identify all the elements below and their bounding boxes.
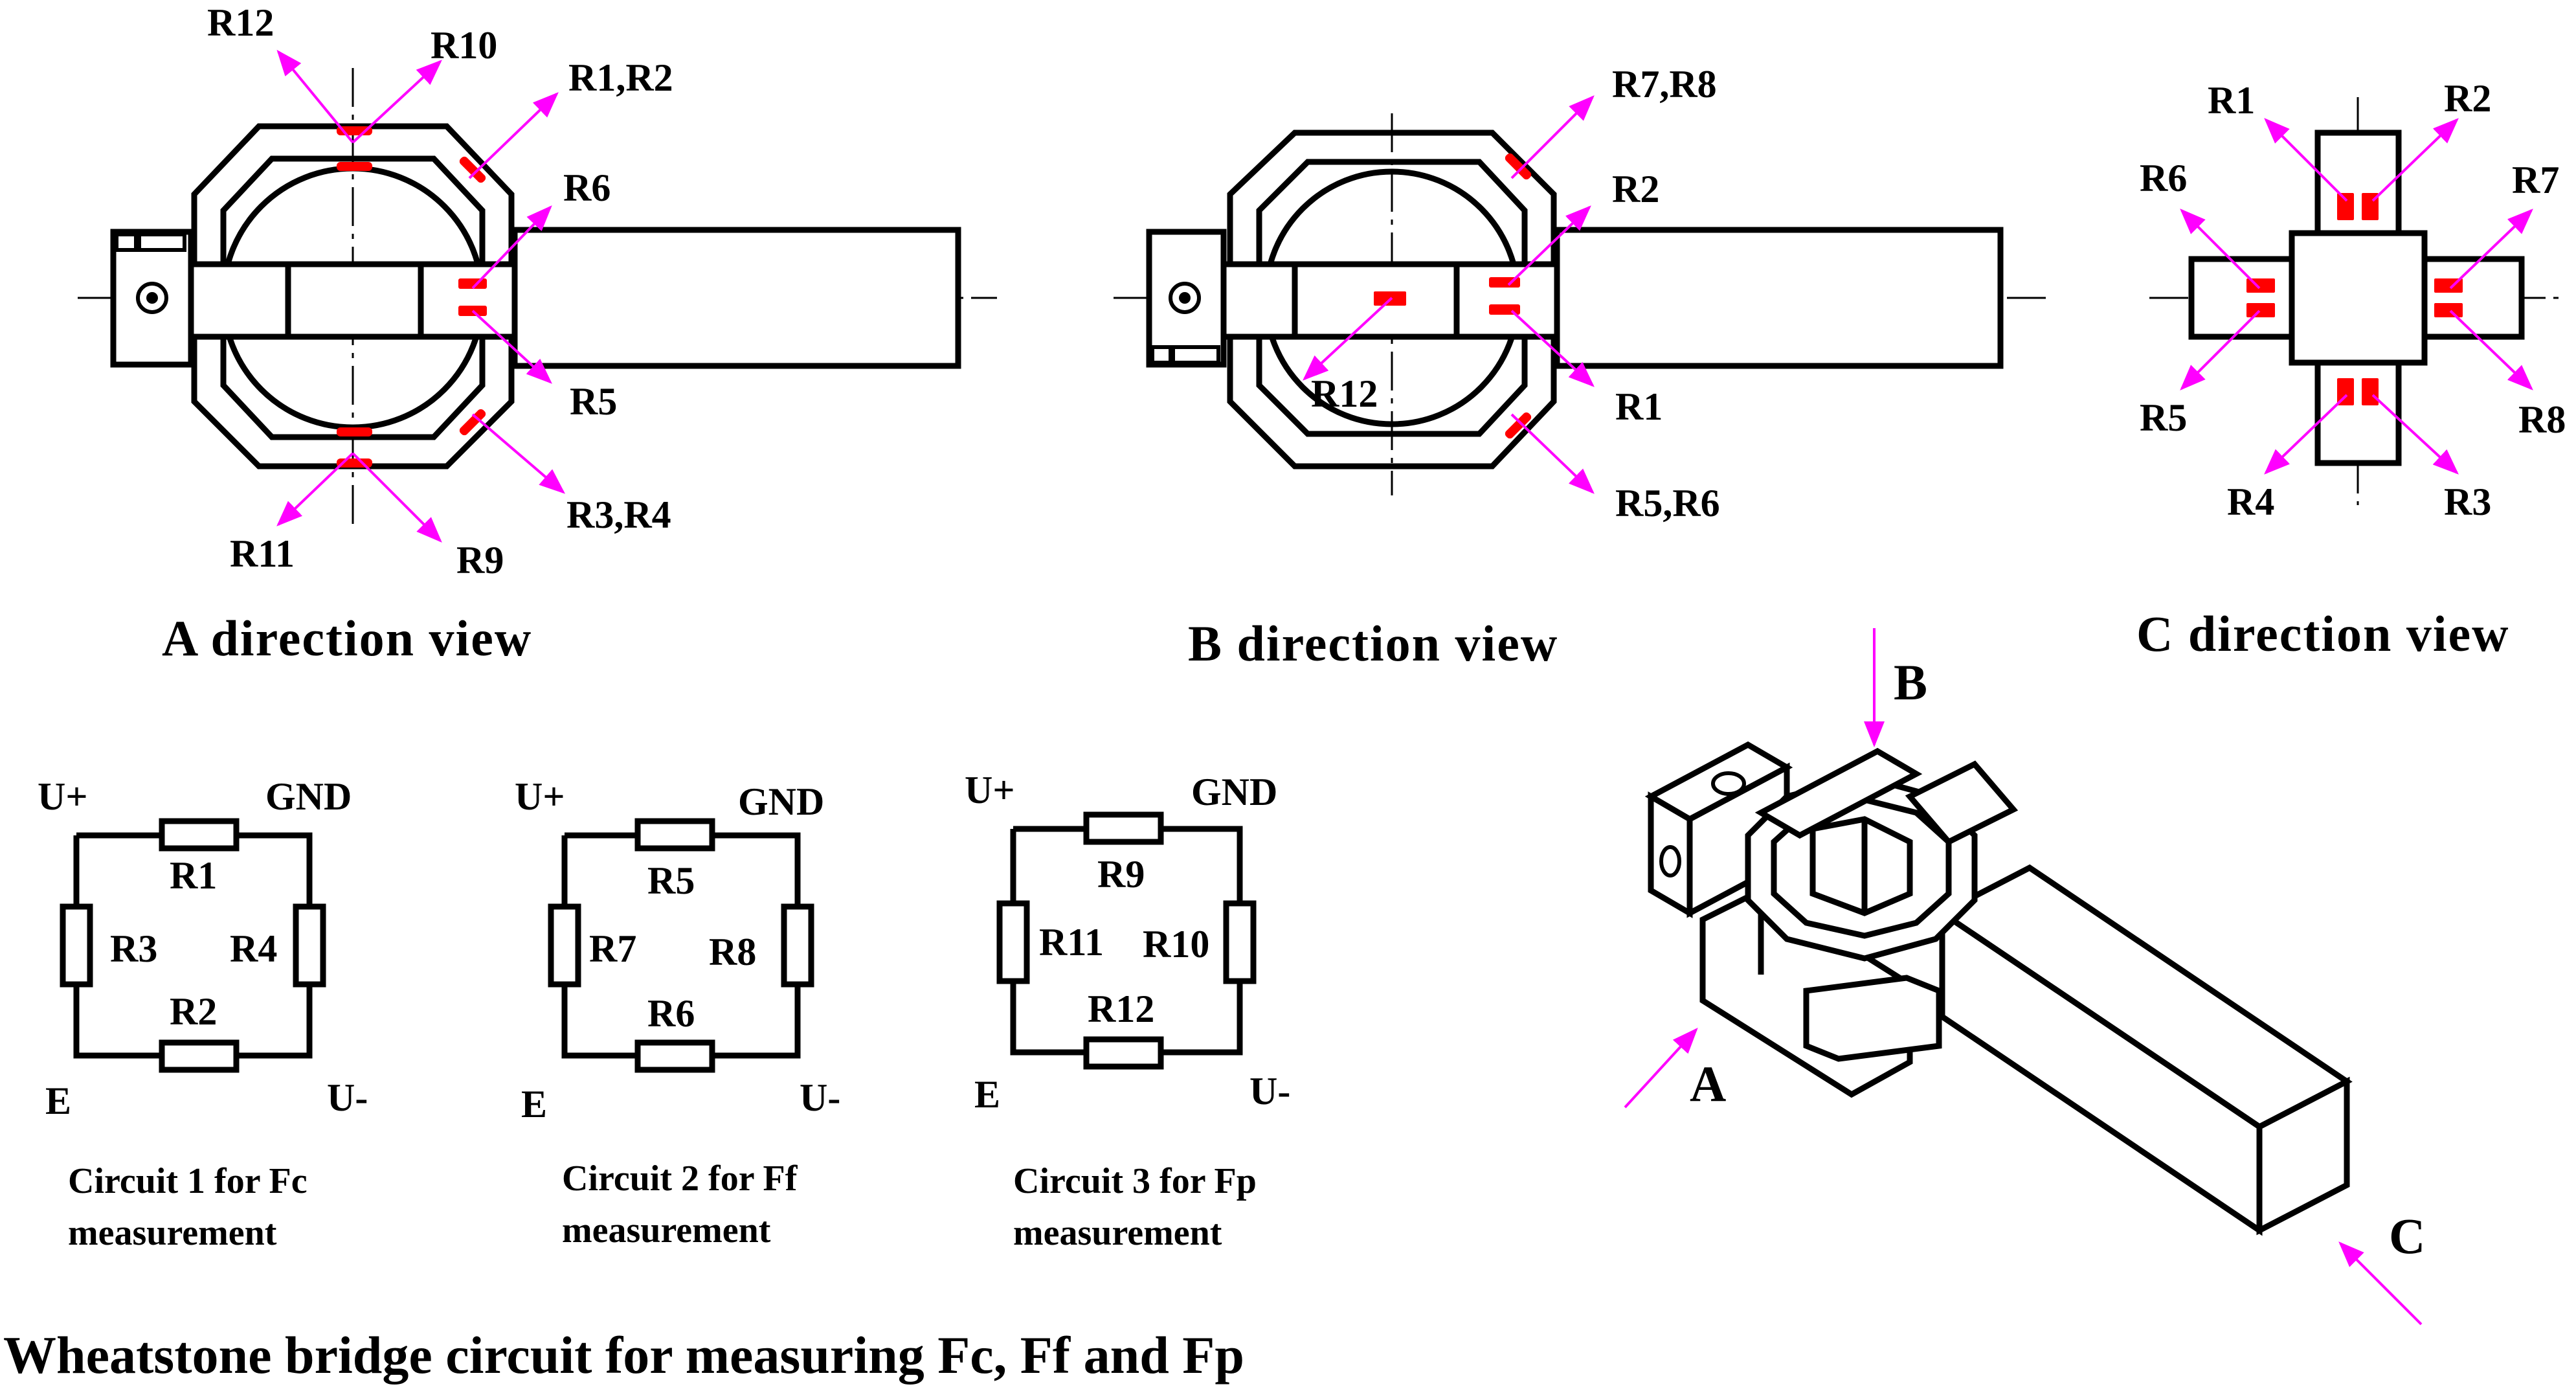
iso-label-a: A	[1690, 1056, 1727, 1112]
b-label-r5r6: R5,R6	[1615, 482, 1720, 525]
c2-u-plus: U+	[515, 775, 565, 818]
c-label-r6: R6	[2140, 157, 2187, 199]
c2-resistor-bottom: R6	[647, 992, 695, 1035]
a-label-r5: R5	[570, 380, 617, 423]
c-label-r1: R1	[2208, 79, 2255, 122]
c-label-r3: R3	[2444, 481, 2491, 523]
a-view-title: A direction view	[162, 610, 532, 666]
c1-resistor-left: R3	[110, 927, 157, 970]
b-label-r1: R1	[1615, 385, 1663, 428]
c-direction-view: R1 R2 R6 R7 R5 R8 R4 R3 C direction view	[2136, 77, 2566, 662]
c-label-r7: R7	[2512, 159, 2559, 201]
a-direction-view: R12 R10 R1,R2 R6 R5 R3,R4 R11 R9 A direc…	[78, 1, 997, 666]
circuit-3: U+ GND E U- R9 R11 R10 R12 Circuit 3 for…	[965, 769, 1290, 1253]
c1-gnd: GND	[265, 775, 352, 818]
c1-resistor-right: R4	[230, 927, 277, 970]
c2-caption-line2: measurement	[562, 1210, 771, 1250]
c1-resistor-bottom: R2	[170, 990, 217, 1033]
c1-u-plus: U+	[38, 775, 88, 818]
c-label-r4: R4	[2227, 481, 2274, 523]
c1-resistor-top: R1	[170, 854, 217, 897]
c-label-r8: R8	[2518, 398, 2566, 441]
c2-caption-line1: Circuit 2 for Ff	[562, 1159, 798, 1199]
circuit-2: U+ GND E U- R5 R7 R8 R6 Circuit 2 for Ff…	[515, 775, 840, 1250]
c1-caption-line1: Circuit 1 for Fc	[68, 1161, 308, 1201]
c3-caption-line1: Circuit 3 for Fp	[1013, 1161, 1257, 1201]
c3-caption-line2: measurement	[1013, 1213, 1222, 1253]
b-view-title: B direction view	[1188, 615, 1558, 672]
iso-label-b: B	[1894, 654, 1929, 710]
a-label-r10: R10	[431, 24, 497, 67]
c3-u-plus: U+	[965, 769, 1015, 811]
b-direction-view: R7,R8 R2 R12 R1 R5,R6 B direction view	[1114, 63, 2046, 672]
c2-resistor-right: R8	[709, 931, 756, 973]
a-label-r3r4: R3,R4	[566, 493, 671, 536]
a-label-r1r2: R1,R2	[568, 56, 673, 99]
c1-caption-line2: measurement	[68, 1213, 277, 1253]
b-label-r2: R2	[1612, 168, 1659, 210]
a-label-r11: R11	[230, 532, 295, 575]
c3-e: E	[974, 1073, 1000, 1116]
c2-gnd: GND	[738, 780, 824, 823]
b-label-r7r8: R7,R8	[1612, 63, 1717, 106]
a-label-r6: R6	[563, 166, 610, 209]
c3-resistor-top: R9	[1097, 853, 1145, 896]
c3-resistor-bottom: R12	[1088, 988, 1154, 1030]
c-label-r2: R2	[2444, 77, 2491, 120]
c1-u-minus: U-	[327, 1076, 368, 1119]
circuit-1: U+ GND E U- R1 R3 R4 R2 Circuit 1 for Fc…	[38, 775, 368, 1253]
bridge-title: Wheatstone bridge circuit for measuring …	[3, 1326, 1244, 1385]
c3-resistor-right: R10	[1143, 923, 1209, 966]
c3-gnd: GND	[1191, 771, 1277, 813]
a-label-r9: R9	[456, 539, 504, 582]
c1-e: E	[45, 1080, 71, 1122]
c2-e: E	[521, 1083, 547, 1125]
b-label-r12: R12	[1311, 372, 1378, 415]
c-label-r5: R5	[2140, 396, 2187, 439]
c3-u-minus: U-	[1249, 1070, 1290, 1113]
c2-u-minus: U-	[800, 1076, 840, 1119]
a-label-r12: R12	[207, 1, 274, 44]
c2-resistor-top: R5	[647, 859, 695, 902]
c-view-title: C direction view	[2136, 605, 2509, 662]
c3-resistor-left: R11	[1039, 921, 1104, 964]
isometric-view: A B C	[1624, 628, 2426, 1326]
c2-resistor-left: R7	[589, 927, 636, 970]
iso-label-c: C	[2389, 1208, 2426, 1264]
